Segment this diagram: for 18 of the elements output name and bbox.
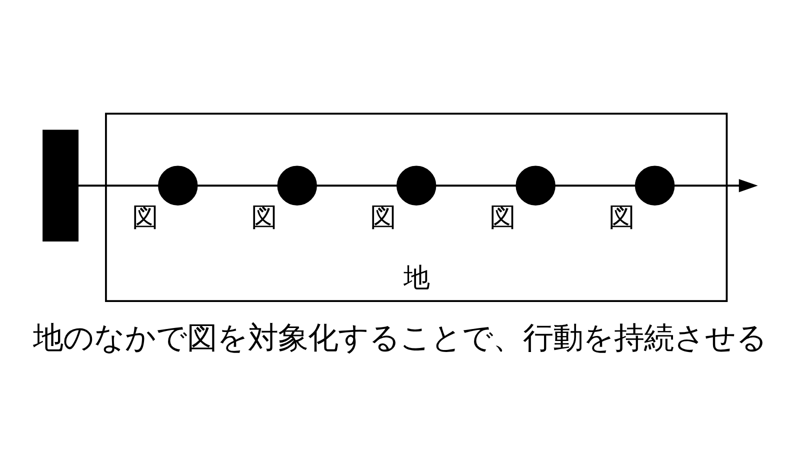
node-circle — [158, 166, 198, 206]
node-circle — [277, 166, 317, 206]
connector — [435, 184, 517, 187]
node-label: 図 — [132, 202, 158, 233]
node-label: 図 — [250, 202, 277, 233]
node-label: 図 — [489, 202, 516, 233]
connector — [196, 184, 278, 187]
connector — [316, 184, 398, 187]
node-circle — [396, 166, 436, 206]
node-label: 図 — [370, 202, 396, 233]
node-circle — [634, 166, 675, 206]
connector — [554, 184, 636, 187]
caption: 地のなかで図を対象化することで、行動を持続させる — [33, 321, 767, 356]
arrow — [674, 179, 758, 192]
node-label: 図 — [608, 202, 635, 233]
connector — [78, 184, 159, 187]
node-person — [42, 130, 79, 242]
node-circle — [516, 166, 556, 206]
